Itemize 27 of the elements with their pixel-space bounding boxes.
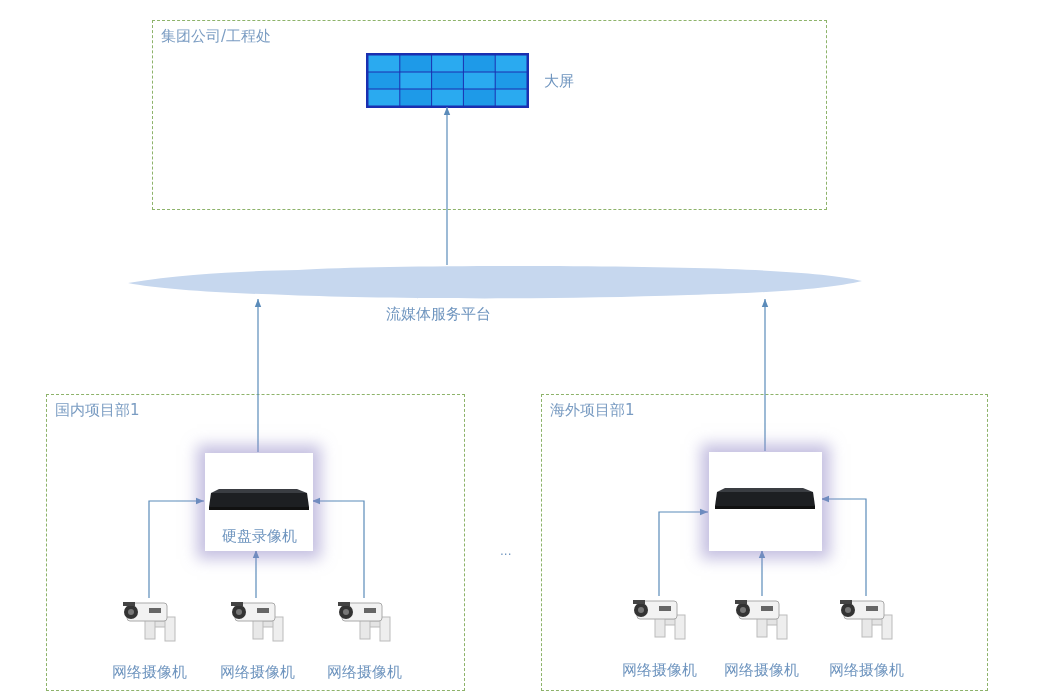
camera-label: 网络摄像机 xyxy=(622,661,697,679)
recorder-box xyxy=(205,453,313,551)
arrow xyxy=(254,298,262,453)
arrow xyxy=(443,106,451,266)
camera-label: 网络摄像机 xyxy=(724,661,799,679)
arrow xyxy=(758,549,766,597)
group-box xyxy=(152,20,827,210)
cloud-shape xyxy=(128,265,862,299)
arrow xyxy=(252,549,260,599)
recorder-label: 硬盘录像机 xyxy=(220,527,298,545)
group-box xyxy=(541,394,988,691)
recorder-picture xyxy=(709,452,822,551)
group-title: 国内项目部1 xyxy=(55,401,140,419)
group-title: 海外项目部1 xyxy=(550,401,635,419)
group-title: 集团公司/工程处 xyxy=(161,27,272,45)
screen-wall-picture xyxy=(366,53,529,108)
group-box xyxy=(46,394,465,691)
camera-label: 网络摄像机 xyxy=(327,663,402,681)
camera-label: 网络摄像机 xyxy=(829,661,904,679)
arrow xyxy=(148,497,205,599)
camera-label: 网络摄像机 xyxy=(112,663,187,681)
camera-label: 网络摄像机 xyxy=(220,663,295,681)
platform-label: 流媒体服务平台 xyxy=(386,305,491,323)
ellipsis-label: ... xyxy=(500,543,512,560)
arrow xyxy=(658,508,709,597)
arrow xyxy=(761,298,769,452)
screen-label: 大屏 xyxy=(544,72,574,90)
